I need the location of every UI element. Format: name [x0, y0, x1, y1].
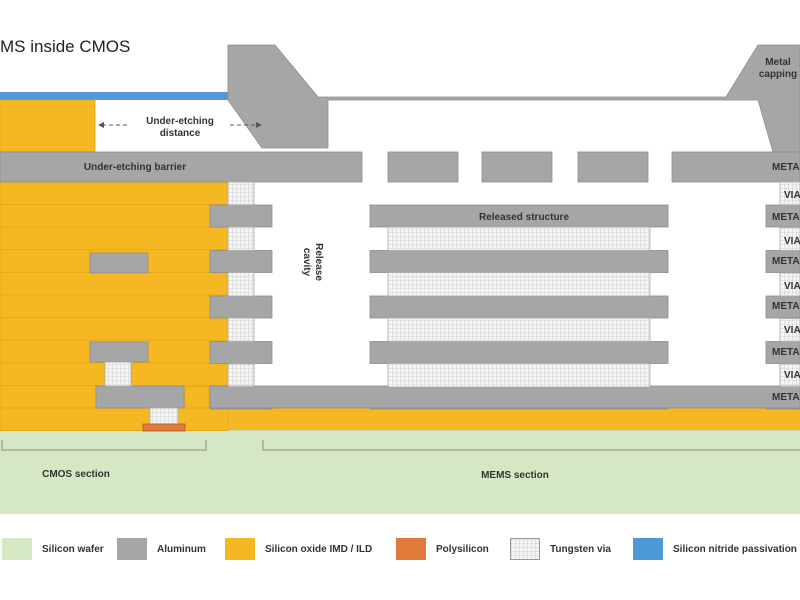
cmos-oxide-layer: [0, 407, 229, 432]
under-etching-barrier-label: Under-etching barrier: [84, 162, 186, 173]
top-metal-cap-block: [481, 151, 553, 183]
silicon-wafer-layer: [0, 430, 800, 514]
tungsten-via: [104, 361, 132, 387]
cmos-metal-bottom: [95, 385, 185, 409]
mems-section-label: MEMS section: [481, 470, 549, 481]
tungsten-via: [387, 363, 651, 388]
tungsten-via: [779, 363, 800, 387]
legend-label: Tungsten via: [550, 543, 611, 555]
cmos-section-label: CMOS section: [42, 469, 110, 480]
arrow-right-icon: [256, 122, 262, 128]
tungsten-via: [779, 227, 800, 251]
cmos-metal-pad: [209, 341, 273, 364]
oxide-block-top-left: [0, 99, 96, 153]
metal-label-2: META: [772, 301, 800, 312]
metal-capping-layer: [227, 44, 800, 153]
released-structure-plate: [369, 250, 669, 273]
legend-label: Silicon wafer: [42, 543, 104, 555]
under-etching-barrier: [0, 151, 363, 183]
metal-label-5: META: [772, 162, 800, 173]
legend-label: Aluminum: [157, 543, 206, 555]
top-metal-cap-block: [671, 151, 800, 183]
cmos-section-bracket: [1, 440, 207, 451]
aluminum-swatch: [117, 538, 147, 560]
legend-label: Silicon oxide IMD / ILD: [265, 543, 373, 555]
cmos-metal-small: [89, 341, 149, 363]
released-structure-label: Released structure: [479, 212, 569, 223]
silicon-wafer-swatch: [2, 538, 32, 560]
tungsten-via: [227, 363, 255, 387]
tungsten-via: [779, 181, 800, 206]
bottom-metal-layer: [209, 385, 800, 409]
metal-label-0: META: [772, 392, 800, 403]
cmos-oxide-layer: [0, 204, 229, 228]
via-label-1: VIA: [784, 325, 800, 336]
metal-label-4: META: [772, 212, 800, 223]
legend-item-tungsten: Tungsten via: [510, 534, 611, 564]
released-structure-plate: [369, 341, 669, 364]
via-label-0: VIA: [784, 370, 800, 381]
cmos-oxide-layer: [0, 294, 229, 319]
tungsten-via: [779, 272, 800, 297]
metal-label-1: META: [772, 347, 800, 358]
released-structure-plate: [369, 295, 669, 319]
cmos-oxide-layer: [0, 271, 229, 296]
legend: Silicon wafer Aluminum Silicon oxide IMD…: [0, 534, 800, 564]
via-label-2: VIA: [784, 281, 800, 292]
tungsten-via: [779, 318, 800, 342]
tungsten-via: [227, 272, 255, 297]
top-metal-cap-block: [387, 151, 459, 183]
nitride-passivation-left: [0, 92, 262, 100]
oxide-swatch: [225, 538, 255, 560]
tungsten-via: [387, 272, 651, 297]
diagram-title: MS inside CMOS: [0, 37, 130, 56]
cmos-oxide-layer: [0, 317, 229, 341]
metal-label-3: META: [772, 256, 800, 267]
via-label-3: VIA: [784, 236, 800, 247]
polysilicon-swatch: [396, 538, 426, 560]
tungsten-via: [387, 226, 651, 251]
tungsten-via: [149, 407, 179, 425]
cmos-metal-pad: [209, 204, 273, 228]
tungsten-via: [227, 181, 255, 206]
cmos-metal-small: [89, 252, 149, 274]
arrow-left-icon: [98, 122, 104, 128]
via-label-4: VIA: [784, 190, 800, 201]
top-metal-cap-block: [577, 151, 649, 183]
legend-label: Polysilicon: [436, 543, 489, 555]
cmos-oxide-layer: [0, 181, 229, 206]
cmos-metal-pad: [209, 295, 273, 319]
tungsten-via: [227, 226, 255, 251]
mems-section-bracket: [262, 440, 800, 451]
legend-item-aluminum: Aluminum: [117, 534, 206, 564]
legend-item-oxide: Silicon oxide IMD / ILD: [225, 534, 372, 564]
release-cavity-label: Releasecavity: [301, 243, 324, 281]
legend-item-polysilicon: Polysilicon: [396, 534, 489, 564]
cmos-metal-pad: [209, 250, 273, 273]
tungsten-swatch: [510, 538, 540, 560]
tungsten-via: [227, 317, 255, 342]
nitride-swatch: [633, 538, 663, 560]
legend-label: Silicon nitride passivation: [673, 543, 797, 555]
legend-item-nitride: Silicon nitride passivation: [633, 534, 797, 564]
layer-stack: [0, 44, 800, 514]
oxide-block-lower: [184, 386, 210, 409]
cmos-oxide-layer: [0, 226, 229, 251]
polysilicon-gate: [142, 423, 186, 432]
legend-item-silicon-wafer: Silicon wafer: [2, 534, 104, 564]
tungsten-via: [387, 317, 651, 342]
